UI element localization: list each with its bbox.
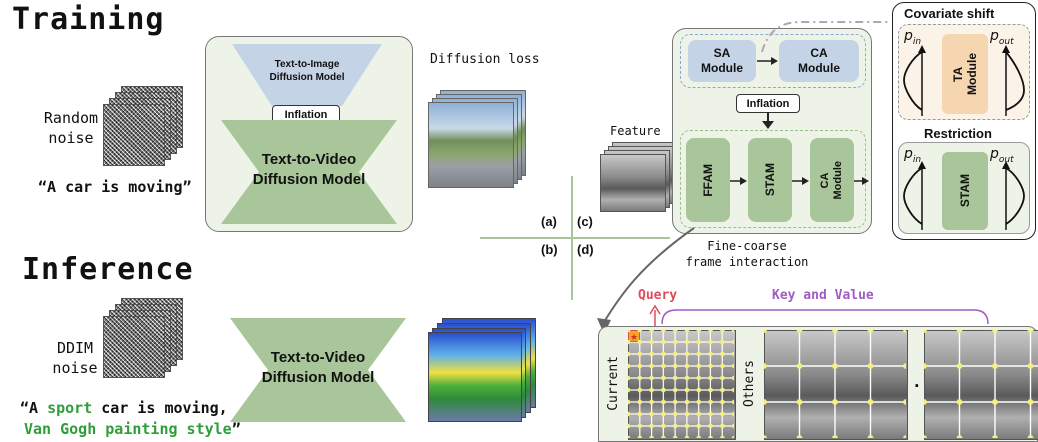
res-p-in: pin [904, 146, 922, 165]
key-value-label: Key and Value [772, 288, 874, 303]
t2v-model-shape-train [221, 120, 397, 224]
key-value-bracket [661, 309, 989, 325]
label-c: (c) [577, 214, 593, 229]
query-label: Query [638, 288, 678, 303]
random-noise-stack [103, 86, 183, 166]
covariate-shift-title: Covariate shift [904, 6, 995, 21]
training-heading: Training [12, 2, 165, 37]
feature-label: Feature [610, 124, 661, 138]
inference-prompt: “A sport car is moving, Van Gogh paintin… [20, 399, 241, 438]
ffam-box: FFAM [686, 138, 730, 222]
attention-group-top [680, 34, 866, 88]
sa-module-box: SA Module [688, 40, 756, 82]
t2i-model-shape [232, 44, 382, 106]
training-prompt: “A car is moving” [38, 178, 192, 196]
inference-heading: Inference [22, 252, 194, 287]
dash-dot-connector [761, 21, 890, 53]
inference-output-frames [428, 318, 538, 422]
fine-coarse-caption: Fine-coarse frame interaction [685, 239, 809, 269]
ca-out-arrow [854, 177, 869, 185]
label-b: (b) [541, 242, 558, 257]
stam-to-ca-arrow [792, 177, 809, 185]
restriction-title: Restriction [924, 126, 992, 141]
ca-module-box-bottom: CA Module [810, 138, 854, 222]
quadrant-cross [480, 176, 670, 300]
t2v-model-label-train: Text-to-Video Diffusion Model [252, 151, 366, 188]
label-a: (a) [541, 214, 557, 229]
training-output-frames [428, 90, 528, 190]
restriction-stam-box: STAM [942, 152, 988, 230]
ta-module-label: TA Module [951, 53, 979, 95]
ddim-noise-label: DDIM noise [52, 339, 98, 377]
current-key-dots [628, 330, 734, 438]
sa-to-ca-arrow [757, 57, 778, 65]
res-dist-curves [903, 161, 1025, 230]
t2i-model-label: Text-to-Image Diffusion Model [269, 59, 345, 83]
ffam-label: FFAM [701, 163, 715, 197]
others-label: Others [742, 359, 757, 407]
t2v-model-label-infer: Text-to-Video Diffusion Model [261, 349, 375, 386]
ta-module-box: TA Module [942, 34, 988, 114]
random-noise-label: Random noise [43, 109, 99, 147]
inflation-box-c: Inflation [736, 94, 800, 113]
ffam-to-stam-arrow [730, 177, 747, 185]
cov-p-in: pin [904, 28, 922, 47]
ca-module-box-top: CA Module [779, 40, 859, 82]
feature-frames [600, 142, 680, 214]
inflation-arrow-c [762, 112, 774, 129]
others-key-dots-2 [924, 330, 1038, 438]
ca-module-bottom-label: CA Module [819, 160, 844, 200]
cov-dist-curves [903, 45, 1025, 116]
diffusion-loss-label: Diffusion loss [430, 52, 540, 67]
t2v-model-shape-infer [230, 318, 406, 422]
current-label: Current [606, 355, 621, 411]
label-d: (d) [577, 242, 594, 257]
res-p-out: pout [990, 146, 1014, 165]
cov-p-out: pout [990, 28, 1014, 47]
restriction-stam-label: STAM [958, 174, 972, 208]
ddim-noise-stack [103, 298, 183, 378]
stam-label: STAM [763, 163, 777, 197]
stam-box: STAM [748, 138, 792, 222]
others-key-dots-1 [764, 330, 906, 438]
